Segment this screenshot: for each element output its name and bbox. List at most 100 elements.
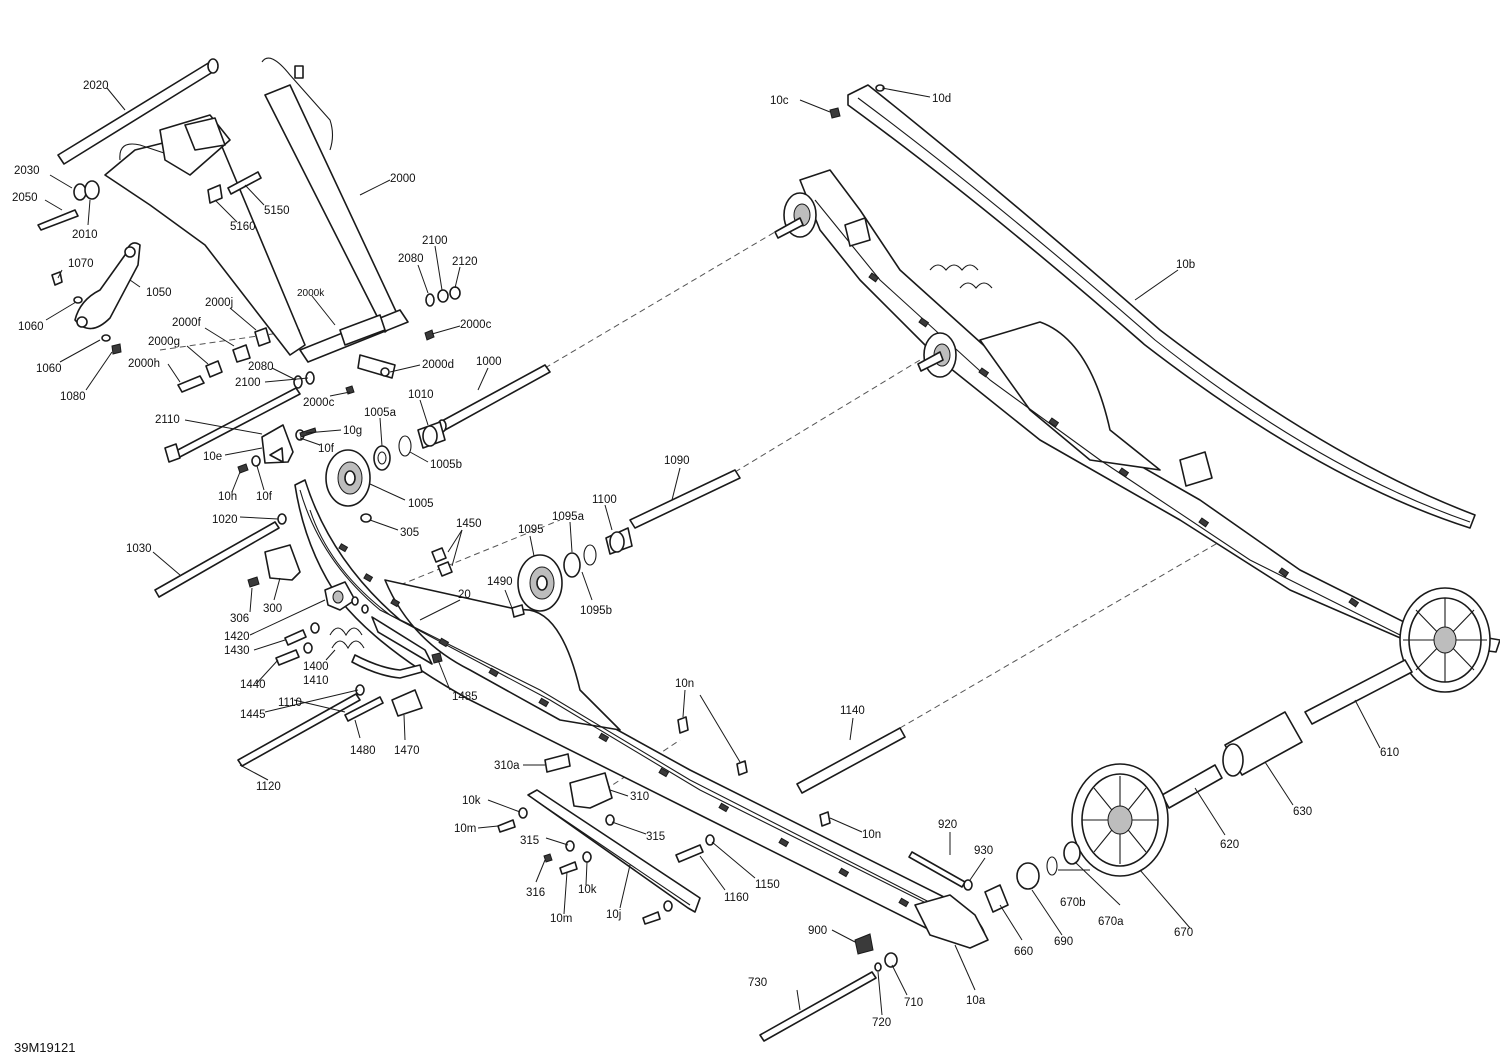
part-label: 1445	[240, 709, 266, 721]
part-label: 10m	[550, 913, 572, 925]
part-label: 316	[526, 887, 545, 899]
part-label: 1000	[476, 356, 502, 368]
part-label: 2000k	[297, 288, 325, 299]
rear-axle-group	[759, 659, 1413, 1042]
part-label: 10n	[675, 678, 694, 690]
part-label: 920	[938, 819, 957, 831]
part-label: 720	[872, 1017, 891, 1029]
part-label: 690	[1054, 936, 1073, 948]
part-label: 2050	[12, 192, 38, 204]
part-label: 10d	[932, 93, 951, 105]
part-label: 670a	[1098, 916, 1124, 928]
leader-lines	[44, 87, 1381, 1016]
part-label: 1420	[224, 631, 250, 643]
part-label: 1060	[18, 321, 44, 333]
part-label: 10g	[343, 425, 362, 437]
part-label: 10a	[966, 995, 986, 1007]
part-label: 10j	[606, 909, 621, 921]
part-label: 10f	[256, 491, 273, 503]
part-label: 1110	[278, 697, 302, 709]
part-label: 20	[458, 589, 471, 601]
part-labels: 2020 2030 2050 2010 5160 5150 2000 1070 …	[12, 80, 1399, 1029]
part-label: 2010	[72, 229, 98, 241]
part-label: 1485	[452, 691, 478, 703]
part-label: 1020	[212, 514, 238, 526]
part-label: 10m	[454, 823, 476, 835]
part-label: 1400	[303, 661, 329, 673]
part-label: 1120	[256, 781, 281, 793]
drawing-reference-code: 39M19121	[14, 1040, 75, 1055]
part-label: 1470	[394, 745, 420, 757]
left-side-rail	[294, 479, 989, 949]
part-label: 10n	[862, 829, 881, 841]
part-label: 1095a	[552, 511, 585, 523]
right-side-rail	[774, 169, 1500, 693]
part-label: 1080	[60, 391, 86, 403]
part-label: 5150	[264, 205, 290, 217]
part-label: 1140	[840, 705, 865, 717]
part-label: 315	[520, 835, 539, 847]
middle-shaft-1090	[517, 469, 741, 612]
part-label: 1010	[408, 389, 434, 401]
part-label: 2000d	[422, 359, 454, 371]
part-label: 630	[1293, 806, 1312, 818]
part-label: 10e	[203, 451, 222, 463]
part-label: 10h	[218, 491, 237, 503]
part-label: 2080	[398, 253, 424, 265]
part-label: 1070	[68, 258, 94, 270]
part-label: 1100	[592, 494, 617, 506]
part-label: 1410	[303, 675, 329, 687]
part-label: 10b	[1176, 259, 1195, 271]
part-label: 2100	[235, 377, 261, 389]
part-label: 2000c	[303, 397, 335, 409]
part-label: 1050	[146, 287, 172, 299]
part-label: 620	[1220, 839, 1239, 851]
part-label: 2030	[14, 165, 40, 177]
part-label: 1480	[350, 745, 376, 757]
part-label: 2000h	[128, 358, 160, 370]
part-label: 10c	[770, 95, 789, 107]
part-label: 670	[1174, 927, 1193, 939]
part-label: 315	[646, 831, 665, 843]
part-label: 1160	[724, 892, 749, 904]
part-label: 2000	[390, 173, 416, 185]
part-label: 1440	[240, 679, 266, 691]
part-label: 1030	[126, 543, 152, 555]
part-label: 710	[904, 997, 923, 1009]
part-label: 1490	[487, 576, 513, 588]
part-label: 2120	[452, 256, 478, 268]
rear-hardware	[497, 716, 906, 925]
hyfax-slider-10b	[829, 84, 1476, 529]
rear-arm-assembly	[37, 57, 461, 395]
part-label: 10k	[578, 884, 597, 896]
part-label: 310	[630, 791, 649, 803]
part-label: 2100	[422, 235, 448, 247]
part-label: 730	[748, 977, 767, 989]
part-label: 10k	[462, 795, 481, 807]
part-label: 1005	[408, 498, 434, 510]
part-label: 1060	[36, 363, 62, 375]
part-label: 2110	[155, 414, 180, 426]
part-label: 930	[974, 845, 993, 857]
part-label: 1090	[664, 455, 690, 467]
part-label: 660	[1014, 946, 1033, 958]
part-label: 2000j	[205, 297, 233, 309]
part-label: 1095b	[580, 605, 612, 617]
part-label: 1430	[224, 645, 250, 657]
part-label: 310a	[494, 760, 520, 772]
part-label: 670b	[1060, 897, 1086, 909]
part-label: 300	[263, 603, 282, 615]
part-label: 5160	[230, 221, 256, 233]
front-shaft-1000	[325, 364, 551, 507]
front-arm-mount	[164, 387, 317, 474]
part-label: 2000c	[460, 319, 492, 331]
part-label: 900	[808, 925, 827, 937]
part-label: 1005b	[430, 459, 462, 471]
part-label: 1005a	[364, 407, 397, 419]
part-label: 10f	[318, 443, 335, 455]
part-label: 2000g	[148, 336, 180, 348]
front-hardware	[154, 513, 525, 767]
part-label: 305	[400, 527, 419, 539]
part-label: 2020	[83, 80, 109, 92]
